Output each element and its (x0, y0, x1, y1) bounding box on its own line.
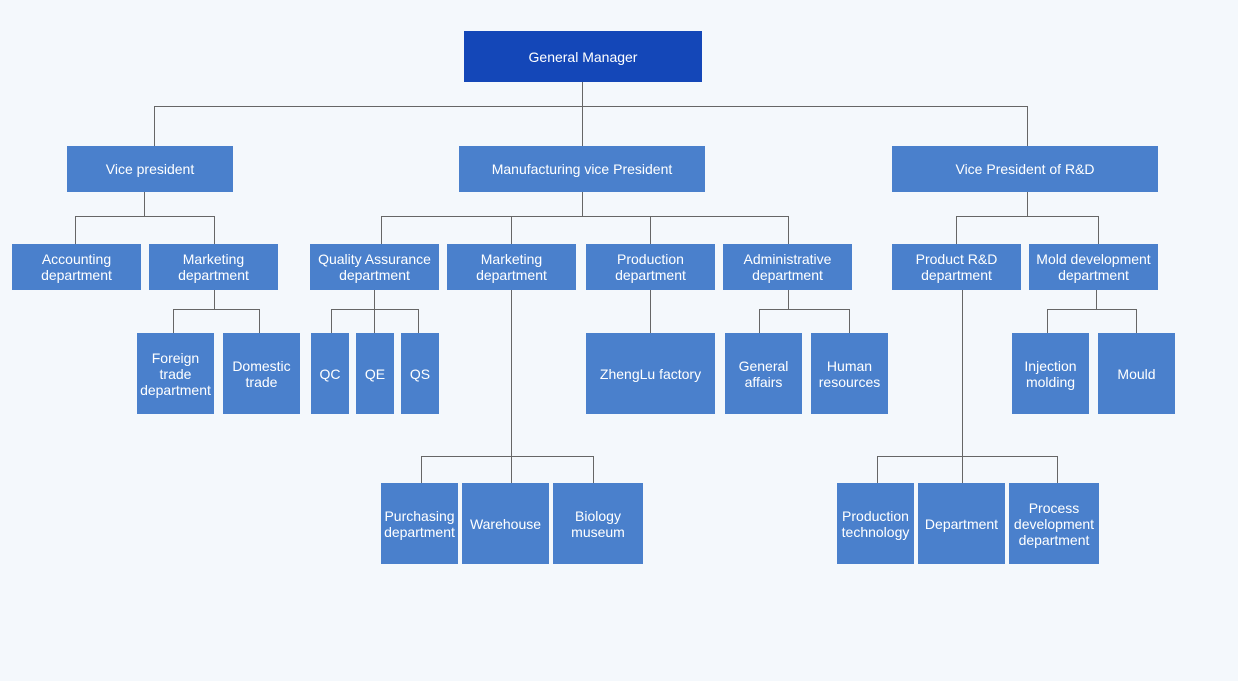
node-production-dept[interactable]: Production department (586, 244, 715, 290)
node-manufacturing-vp[interactable]: Manufacturing vice President (459, 146, 705, 192)
node-marketing-1[interactable]: Marketing department (149, 244, 278, 290)
node-human-resources[interactable]: Human resources (811, 333, 888, 414)
node-qs[interactable]: QS (401, 333, 439, 414)
node-vice-president[interactable]: Vice president (67, 146, 233, 192)
node-production-technology[interactable]: Production technology (837, 483, 914, 564)
node-quality-assurance[interactable]: Quality Assurance department (310, 244, 439, 290)
node-administrative[interactable]: Administrative department (723, 244, 852, 290)
node-mould[interactable]: Mould (1098, 333, 1175, 414)
node-process-development[interactable]: Process development department (1009, 483, 1099, 564)
node-warehouse[interactable]: Warehouse (462, 483, 549, 564)
node-qe[interactable]: QE (356, 333, 394, 414)
node-accounting[interactable]: Accounting department (12, 244, 141, 290)
node-domestic-trade[interactable]: Domestic trade (223, 333, 300, 414)
node-injection-molding[interactable]: Injection molding (1012, 333, 1089, 414)
node-vp-rd[interactable]: Vice President of R&D (892, 146, 1158, 192)
node-purchasing[interactable]: Purchasing department (381, 483, 458, 564)
node-foreign-trade[interactable]: Foreign trade department (137, 333, 214, 414)
node-mold-development[interactable]: Mold development department (1029, 244, 1158, 290)
node-general-manager[interactable]: General Manager (464, 31, 702, 82)
node-marketing-2[interactable]: Marketing department (447, 244, 576, 290)
node-qc[interactable]: QC (311, 333, 349, 414)
node-product-rd[interactable]: Product R&D department (892, 244, 1021, 290)
node-biology-museum[interactable]: Biology museum (553, 483, 643, 564)
node-department[interactable]: Department (918, 483, 1005, 564)
node-general-affairs[interactable]: General affairs (725, 333, 802, 414)
node-zhenglu-factory[interactable]: ZhengLu factory (586, 333, 715, 414)
